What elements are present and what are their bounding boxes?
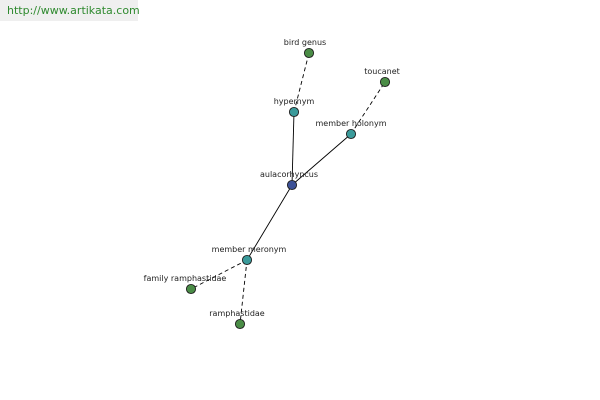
site-watermark: http://www.artikata.com — [0, 0, 140, 21]
node-member-meronym[interactable] — [241, 254, 253, 266]
node-family-ramphastidae[interactable] — [185, 283, 197, 295]
edge-center-member-holonym — [291, 133, 352, 186]
label-member-meronym: member meronym — [212, 245, 287, 254]
edge-member-meronym-family-ramphastidae — [190, 259, 248, 290]
edge-member-meronym-ramphastidae — [239, 259, 248, 325]
node-center[interactable] — [286, 179, 298, 191]
graph-edges — [190, 52, 386, 325]
graph-labels: aulacorhyncus hypernym bird genus member ho… — [144, 38, 400, 318]
label-bird-genus: bird genus — [284, 38, 326, 47]
edge-center-member-meronym — [246, 184, 293, 261]
node-member-holonym[interactable] — [345, 128, 357, 140]
node-toucanet[interactable] — [379, 76, 391, 88]
label-center: aulacorhyncus — [260, 170, 318, 179]
label-family-ramphastidae: family ramphastidae — [144, 274, 227, 283]
node-hypernym[interactable] — [288, 106, 300, 118]
node-bird-genus[interactable] — [303, 47, 315, 59]
edge-hypernym-bird-genus — [293, 52, 310, 113]
label-hypernym: hypernym — [274, 97, 315, 106]
label-ramphastidae: ramphastidae — [209, 309, 265, 318]
label-member-holonym: member holonym — [315, 119, 386, 128]
node-ramphastidae[interactable] — [234, 318, 246, 330]
label-toucanet: toucanet — [364, 67, 400, 76]
edge-center-hypernym — [291, 111, 295, 186]
graph-nodes — [185, 47, 391, 330]
edge-member-holonym-toucanet — [350, 81, 386, 135]
